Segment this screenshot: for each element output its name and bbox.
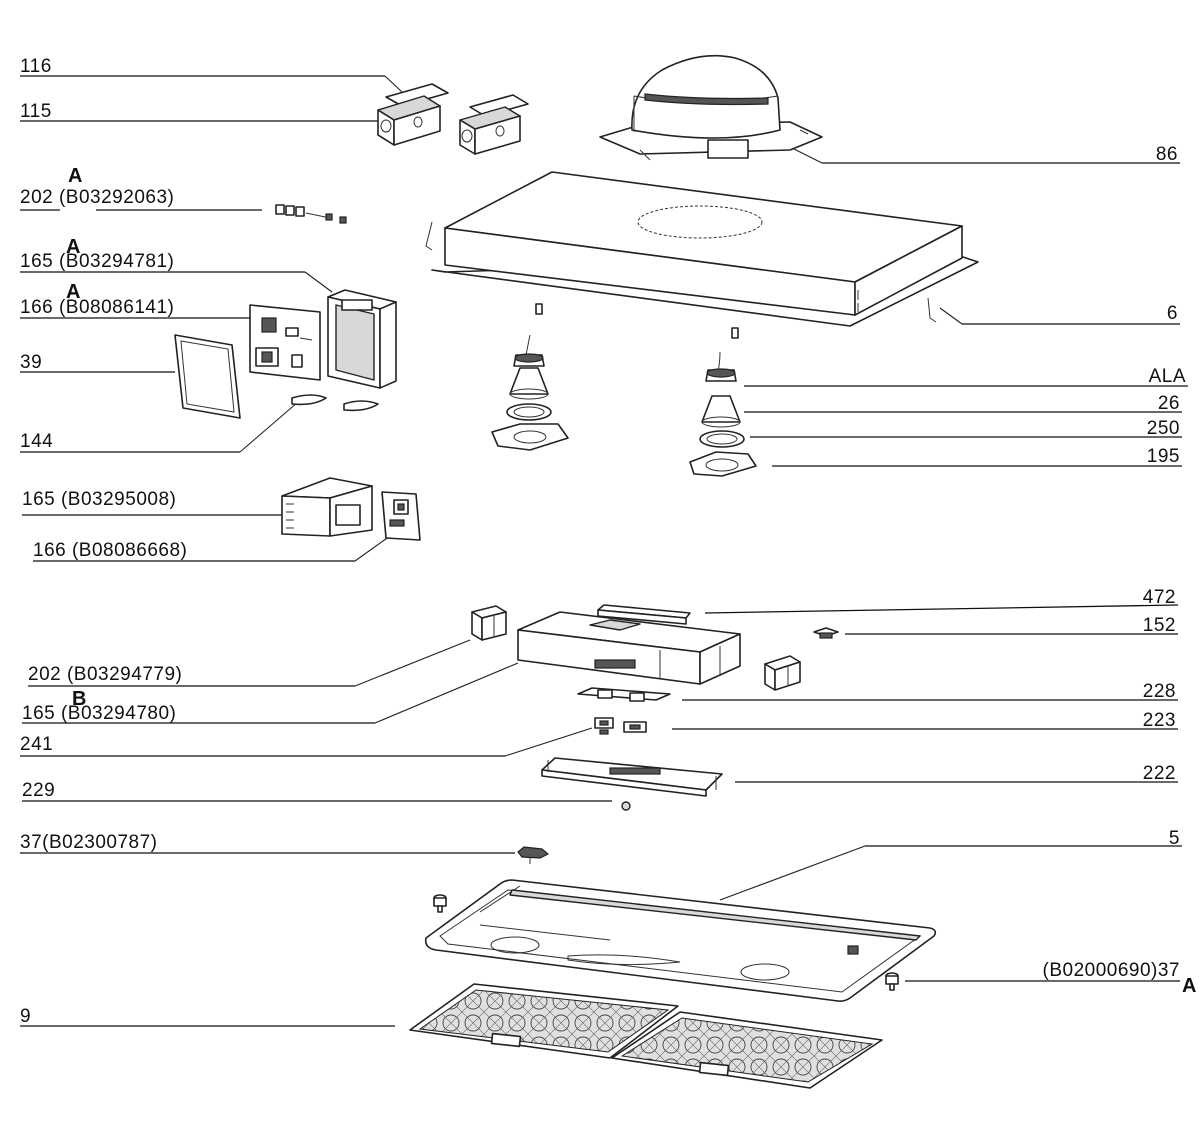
part-connector-strip-202a xyxy=(275,204,347,224)
part-buttons-223 xyxy=(594,717,647,733)
part-pcb-166b xyxy=(381,491,421,541)
label-115: 115 xyxy=(20,101,378,122)
label-37-b02000690: (B02000690)37 A xyxy=(905,960,1196,997)
label-6-text: 6 xyxy=(1167,303,1178,324)
label-229-text: 229 xyxy=(22,780,55,801)
part-indicator-229 xyxy=(621,801,631,811)
label-166-b08086668: 166 (B08086668) xyxy=(33,535,391,562)
mark-a-165: A xyxy=(66,236,80,258)
label-37a-text: 37(B02300787) xyxy=(20,832,158,853)
label-9-text: 9 xyxy=(20,1006,31,1027)
label-223: 223 xyxy=(672,710,1178,731)
label-152-text: 152 xyxy=(1143,615,1176,636)
label-9: 9 xyxy=(20,1006,395,1027)
mark-a-37: A xyxy=(1182,975,1196,997)
label-250: 250 xyxy=(750,418,1182,439)
label-202-b03292063: A 202 (B03292063) xyxy=(20,165,262,211)
label-ala-text: ALA xyxy=(1149,366,1186,387)
label-165c-text: 165 (B03294780) xyxy=(22,703,176,724)
label-228-text: 228 xyxy=(1143,681,1176,702)
label-165b-text: 165 (B03295008) xyxy=(22,489,176,510)
label-222-text: 222 xyxy=(1143,763,1176,784)
label-241: 241 xyxy=(20,727,593,757)
label-165a-text: 165 (B03294781) xyxy=(20,251,174,272)
label-144: 144 xyxy=(20,401,299,453)
label-39: 39 xyxy=(20,352,175,373)
label-222: 222 xyxy=(735,763,1178,784)
label-241-text: 241 xyxy=(20,734,53,755)
part-control-box-165b xyxy=(281,477,373,537)
part-canopy-housing xyxy=(425,171,979,327)
mark-b-165: B xyxy=(72,688,86,710)
part-control-housing-165c xyxy=(517,611,741,685)
label-39-text: 39 xyxy=(20,352,42,373)
part-control-box-165a xyxy=(327,289,397,389)
label-166b-text: 166 (B08086668) xyxy=(33,540,187,561)
label-229: 229 xyxy=(22,780,612,802)
label-195: 195 xyxy=(772,446,1182,467)
label-26: 26 xyxy=(744,393,1182,414)
part-grease-filter-right xyxy=(611,1011,883,1089)
label-228: 228 xyxy=(682,681,1178,702)
label-115-text: 115 xyxy=(20,101,52,122)
label-144-text: 144 xyxy=(20,431,53,452)
label-ala: ALA xyxy=(744,366,1188,387)
label-37-b02300787: 37(B02300787) xyxy=(20,832,515,854)
part-control-panel-222 xyxy=(541,757,723,797)
label-165-b03295008: 165 (B03295008) xyxy=(22,489,282,516)
label-5-text: 5 xyxy=(1169,828,1180,849)
label-202a-text: 202 (B03292063) xyxy=(20,187,174,208)
label-166a-text: 166 (B08086141) xyxy=(20,297,174,318)
label-472-text: 472 xyxy=(1143,587,1176,608)
part-front-frame-5 xyxy=(424,879,937,1002)
part-terminal-box-right xyxy=(459,94,529,155)
mark-a-166: A xyxy=(66,281,80,303)
label-116-text: 116 xyxy=(20,56,52,77)
label-250-text: 250 xyxy=(1147,418,1180,439)
part-clip-202b-left xyxy=(471,605,507,641)
label-37b-text: (B02000690)37 xyxy=(1043,960,1181,981)
part-stud-left xyxy=(433,894,447,913)
part-pcb-166a xyxy=(249,304,321,381)
label-165-b03294781: A 165 (B03294781) xyxy=(20,236,333,293)
label-166-b08086141: A 166 (B08086141) xyxy=(20,281,262,319)
label-202-b03294779: 202 (B03294779) xyxy=(28,639,471,687)
part-motor-blower-86 xyxy=(599,54,823,161)
label-152: 152 xyxy=(845,615,1178,636)
part-cover-plate-39 xyxy=(174,334,241,419)
part-stud-37b xyxy=(885,972,899,991)
part-clip-241 xyxy=(599,729,609,735)
label-202b-text: 202 (B03294779) xyxy=(28,664,182,685)
part-knob-37a xyxy=(517,846,550,864)
label-223-text: 223 xyxy=(1143,710,1176,731)
label-165-b03294780: B 165 (B03294780) xyxy=(22,662,519,724)
part-terminal-box-left xyxy=(377,83,449,146)
part-lamp-holder-left xyxy=(491,303,569,451)
part-grommets-144 xyxy=(291,394,379,412)
label-116: 116 xyxy=(20,56,403,93)
label-6: 6 xyxy=(939,303,1180,325)
label-86-text: 86 xyxy=(1156,144,1178,165)
label-195-text: 195 xyxy=(1147,446,1180,467)
label-86: 86 xyxy=(781,142,1180,165)
part-clip-202b-right xyxy=(764,655,801,691)
label-472: 472 xyxy=(704,587,1179,614)
part-bar-472 xyxy=(597,604,691,625)
part-lamp-holder-right xyxy=(689,327,757,477)
label-26-text: 26 xyxy=(1158,393,1180,414)
part-switch-228 xyxy=(577,687,671,702)
mark-a-202: A xyxy=(68,165,82,187)
part-connector-152 xyxy=(813,627,839,639)
label-5: 5 xyxy=(719,828,1182,901)
part-grease-filter-left xyxy=(409,983,679,1059)
